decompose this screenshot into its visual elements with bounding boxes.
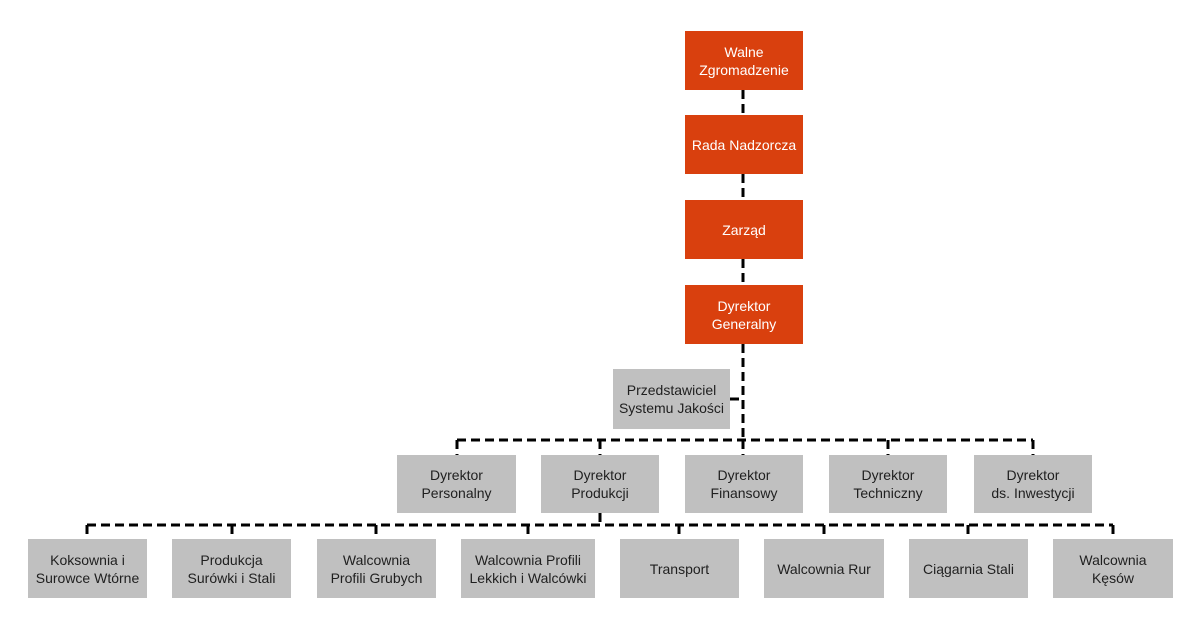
node-walcownia-profili-grubych: Walcownia Profili Grubych [317,539,436,598]
node-dyrektor-finansowy: Dyrektor Finansowy [685,455,803,513]
node-produkcja-surowki-stali: Produkcja Surówki i Stali [172,539,291,598]
node-walcownia-profili-lekkich: Walcownia Profili Lekkich i Walcówki [461,539,595,598]
node-dyrektor-produkcji: Dyrektor Produkcji [541,455,659,513]
node-przedstawiciel-systemu-jakosci: Przedstawiciel Systemu Jakości [613,369,730,429]
node-walcownia-rur: Walcownia Rur [764,539,884,598]
node-transport: Transport [620,539,739,598]
node-ciagarnia-stali: Ciągarnia Stali [909,539,1028,598]
node-dyrektor-ds-inwestycji: Dyrektor ds. Inwestycji [974,455,1092,513]
node-walne-zgromadzenie: Walne Zgromadzenie [685,31,803,90]
node-dyrektor-personalny: Dyrektor Personalny [397,455,516,513]
node-rada-nadzorcza: Rada Nadzorcza [685,115,803,174]
node-dyrektor-generalny: Dyrektor Generalny [685,285,803,344]
node-koksownia-surowce-wtorne: Koksownia i Surowce Wtórne [28,539,147,598]
node-dyrektor-techniczny: Dyrektor Techniczny [829,455,947,513]
node-walcownia-kesow: Walcownia Kęsów [1053,539,1173,598]
node-zarzad: Zarząd [685,200,803,259]
